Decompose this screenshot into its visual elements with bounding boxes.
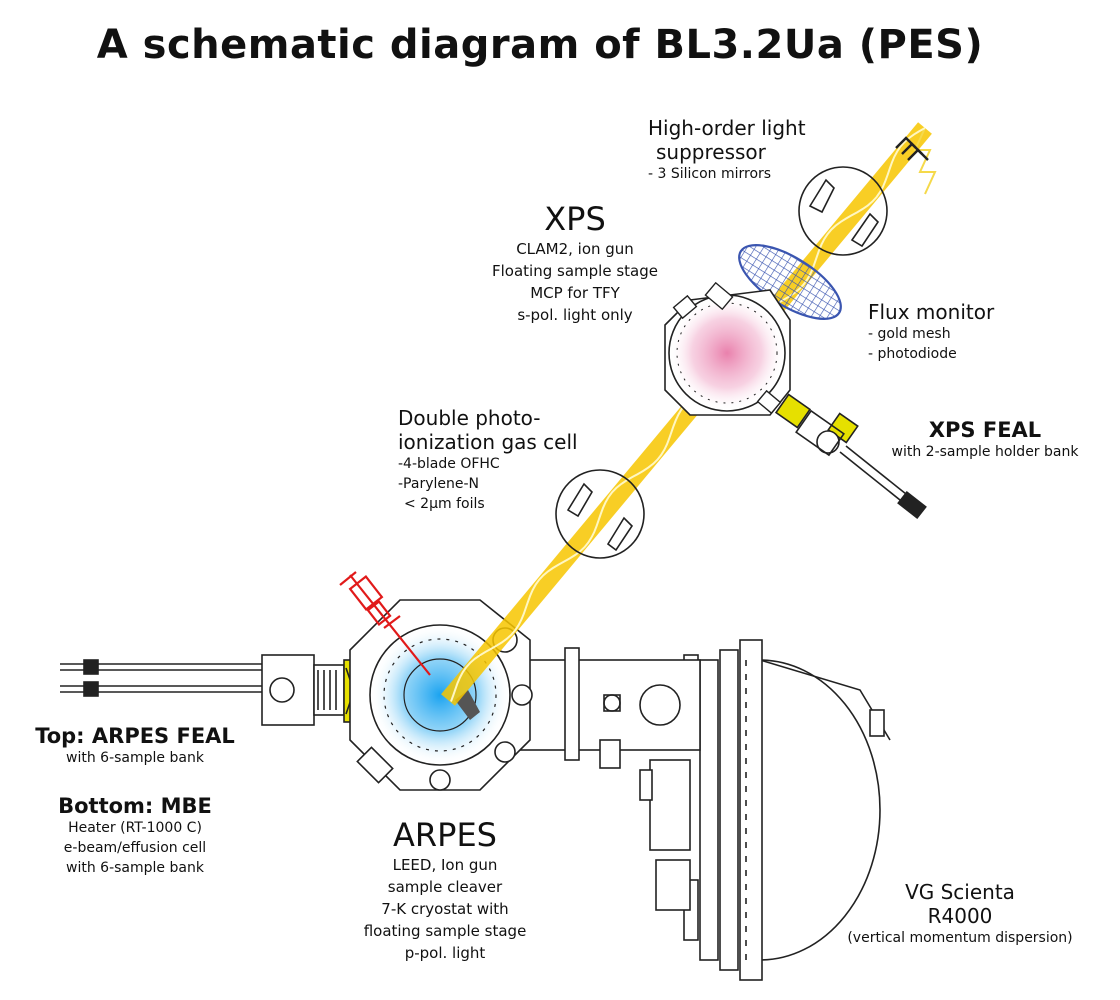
gascell-title-2: ionization gas cell (398, 430, 578, 454)
arpes-tube (519, 647, 701, 769)
gas-cell (555, 469, 645, 559)
suppressor-title-line1: High-order light (648, 116, 806, 140)
gascell-line-1: -4-blade OFHC (398, 456, 500, 472)
page-title: A schematic diagram of BL3.2Ua (PES) (96, 22, 984, 68)
arpes-line-3: 7-K cryostat with (381, 900, 509, 918)
xps-chamber (664, 281, 791, 416)
arpes-line-5: p-pol. light (404, 944, 486, 962)
bottom-mbe-label: Bottom: MBE Heater (RT-1000 C) e-beam/ef… (20, 794, 250, 878)
gascell-title-1: Double photo- (398, 406, 541, 430)
gascell-line-2: -Parylene-N (398, 476, 479, 492)
bottom-line-3: with 6-sample bank (66, 860, 204, 876)
flux-line-2: - photodiode (868, 346, 957, 362)
suppressor-title-line2: suppressor (656, 140, 766, 164)
suppressor-mirrors (798, 166, 888, 256)
bottom-line-1: Heater (RT-1000 C) (68, 820, 202, 836)
scienta-analyzer (639, 639, 891, 981)
scienta-detail: (vertical momentum dispersion) (847, 930, 1073, 946)
top-detail: with 6-sample bank (66, 750, 204, 766)
gascell-line-3: < 2µm foils (404, 496, 485, 512)
arpes-line-1: LEED, Ion gun (392, 856, 498, 874)
suppressor-label: High-order light suppressor - 3 Silicon … (648, 116, 806, 184)
xps-feal-title: XPS FEAL (928, 418, 1042, 442)
xps-feal-detail: with 2-sample holder bank (891, 444, 1079, 460)
gas-cell-label: Double photo- ionization gas cell -4-bla… (398, 406, 578, 514)
xps-line-1: CLAM2, ion gun (516, 240, 634, 258)
bottom-title: Bottom: MBE (58, 794, 212, 818)
arpes-line-2: sample cleaver (387, 878, 503, 896)
flux-monitor-label: Flux monitor - gold mesh - photodiode (868, 300, 994, 364)
scienta-line-1: VG Scienta (905, 880, 1015, 904)
xps-label: XPS CLAM2, ion gun Floating sample stage… (450, 200, 700, 326)
xps-feal-label: XPS FEAL with 2-sample holder bank (870, 418, 1100, 462)
flux-line-1: - gold mesh (868, 326, 951, 342)
flux-title: Flux monitor (868, 300, 995, 324)
photon-beam (441, 122, 937, 706)
arpes-label: ARPES LEED, Ion gun sample cleaver 7-K c… (330, 816, 560, 964)
bottom-line-2: e-beam/effusion cell (63, 840, 207, 856)
xps-line-2: Floating sample stage (492, 262, 658, 280)
xps-line-3: MCP for TFY (530, 284, 620, 302)
xps-line-4: s-pol. light only (517, 306, 633, 324)
xps-title: XPS (544, 200, 606, 238)
red-manipulator (339, 571, 431, 676)
scienta-label: VG Scienta R4000 (vertical momentum disp… (830, 880, 1090, 948)
arpes-feal (60, 654, 385, 726)
arpes-title: ARPES (393, 816, 497, 854)
scienta-line-2: R4000 (927, 904, 993, 928)
top-title: Top: ARPES FEAL (35, 724, 235, 748)
arpes-line-4: floating sample stage (363, 922, 527, 940)
suppressor-detail: - 3 Silicon mirrors (648, 166, 772, 182)
top-arpes-feal-label: Top: ARPES FEAL with 6-sample bank (20, 724, 250, 768)
xps-feal (774, 393, 927, 520)
